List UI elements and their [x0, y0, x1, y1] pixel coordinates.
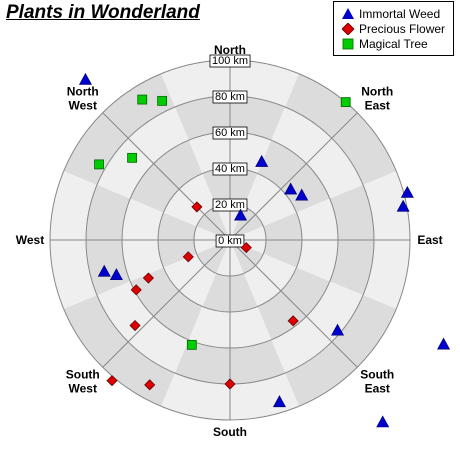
direction-label: North — [214, 43, 246, 57]
data-point-diamond — [182, 251, 194, 263]
grid-spoke — [102, 112, 231, 241]
data-point-triangle — [437, 337, 451, 350]
data-point-square — [127, 152, 137, 163]
data-point-triangle — [396, 199, 410, 212]
legend-item-precious-flower: Precious Flower — [342, 21, 453, 36]
grid-spoke — [229, 112, 358, 241]
grid-spoke — [229, 239, 358, 368]
radial-tick-label: 60 km — [215, 127, 245, 139]
data-point-diamond — [224, 378, 236, 390]
data-point-triangle — [376, 415, 390, 428]
data-point-triangle — [78, 72, 92, 85]
data-point-square — [94, 159, 104, 170]
direction-label: West — [16, 233, 44, 247]
data-point-diamond — [144, 379, 156, 391]
data-point-square — [186, 339, 197, 350]
data-point-triangle — [234, 208, 248, 221]
legend-label: Precious Flower — [359, 21, 446, 36]
data-point-diamond — [142, 272, 154, 284]
direction-label: South — [213, 425, 247, 439]
radial-tick-box — [212, 198, 248, 212]
legend-label: Magical Tree — [359, 36, 428, 51]
radial-tick-label: 0 km — [218, 235, 242, 247]
data-point-triangle — [295, 188, 309, 201]
legend-item-magical-tree: Magical Tree — [342, 36, 453, 51]
direction-label: East — [417, 233, 442, 247]
data-point-triangle — [284, 182, 298, 195]
legend-label: Immortal Weed — [359, 6, 441, 21]
radial-tick-label: 40 km — [215, 163, 245, 175]
radial-tick-label: 100 km — [212, 55, 248, 67]
data-point-triangle — [272, 395, 286, 408]
data-point-triangle — [255, 154, 269, 167]
data-point-square — [340, 97, 351, 108]
data-point-diamond — [191, 201, 203, 213]
data-point-square — [137, 94, 148, 105]
radial-tick-label: 20 km — [215, 199, 245, 211]
legend-item-immortal-weed: Immortal Weed — [342, 6, 453, 21]
data-point-diamond — [240, 242, 252, 254]
radial-tick-box — [212, 126, 248, 140]
data-point-diamond — [287, 315, 299, 327]
diamond-marker-icon — [342, 22, 354, 35]
triangle-marker-icon — [342, 7, 354, 19]
legend: Immortal Weed Precious Flower Magical Tr… — [333, 1, 454, 56]
square-marker-icon — [342, 38, 354, 49]
radial-tick-box — [209, 54, 251, 68]
data-point-triangle — [109, 268, 123, 281]
grid-spoke — [102, 239, 231, 368]
data-point-diamond — [129, 319, 141, 332]
radial-tick-box — [212, 162, 248, 176]
data-point-triangle — [331, 323, 345, 336]
radial-tick-box — [212, 90, 248, 104]
data-point-triangle — [400, 185, 414, 198]
data-point-square — [157, 95, 168, 106]
data-point-diamond — [130, 284, 142, 296]
radial-tick-box — [215, 234, 245, 248]
data-point-diamond — [106, 375, 118, 387]
radial-tick-label: 80 km — [215, 91, 245, 103]
data-point-triangle — [97, 264, 111, 277]
chart-title: Plants in Wonderland — [6, 2, 200, 23]
